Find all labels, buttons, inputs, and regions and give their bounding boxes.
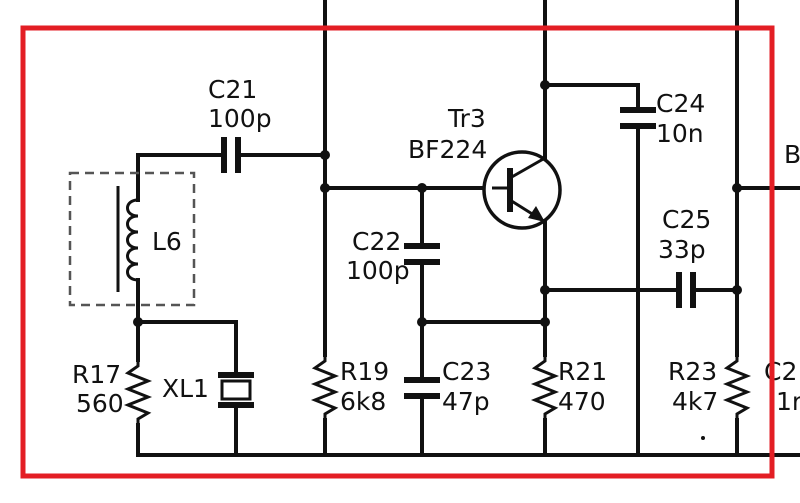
c22-ref: C22 xyxy=(352,227,401,256)
resistor-r23 xyxy=(722,355,752,420)
inductor-l6 xyxy=(116,186,139,292)
r21-ref: R21 xyxy=(558,357,607,386)
c24-ref: C24 xyxy=(656,89,705,118)
capacitor-c24 xyxy=(620,107,656,129)
resistor-r19 xyxy=(310,355,340,420)
stray-mark xyxy=(701,436,705,440)
c23-value: 47p xyxy=(442,387,490,416)
c25-value: 33p xyxy=(658,235,706,264)
xl1-ref: XL1 xyxy=(162,374,209,403)
capacitor-c22 xyxy=(404,243,440,265)
transistor-tr3 xyxy=(482,150,562,230)
r23-ref: R23 xyxy=(668,357,717,386)
c21-value: 100p xyxy=(208,104,272,133)
tr3-ref: Tr3 xyxy=(447,104,486,133)
capacitor-c23 xyxy=(404,377,440,399)
c22-value: 100p xyxy=(346,256,410,285)
capacitor-c25 xyxy=(676,272,696,308)
edge-fragment-top: B xyxy=(784,140,800,169)
c21-ref: C21 xyxy=(208,75,257,104)
c24-value: 10n xyxy=(656,119,704,148)
capacitor-c21 xyxy=(221,137,241,173)
l6-shield-box xyxy=(68,171,196,307)
l6-ref: L6 xyxy=(152,227,182,256)
crystal-xl1 xyxy=(218,372,254,408)
r19-value: 6k8 xyxy=(340,387,386,416)
resistor-r21 xyxy=(530,355,560,420)
tr3-value: BF224 xyxy=(408,135,487,164)
r23-value: 4k7 xyxy=(672,387,718,416)
c23-ref: C23 xyxy=(442,357,491,386)
resistor-r17 xyxy=(123,360,153,425)
highlight-frame xyxy=(20,25,775,479)
r17-value: 560 xyxy=(76,389,124,418)
c25-ref: C25 xyxy=(662,205,711,234)
r17-ref: R17 xyxy=(72,360,121,389)
edge-fragment-mid-ref: C2 xyxy=(764,357,797,386)
r21-value: 470 xyxy=(558,387,606,416)
junctions xyxy=(133,80,742,327)
edge-fragment-mid-value: 1r xyxy=(776,387,800,416)
r19-ref: R19 xyxy=(340,357,389,386)
